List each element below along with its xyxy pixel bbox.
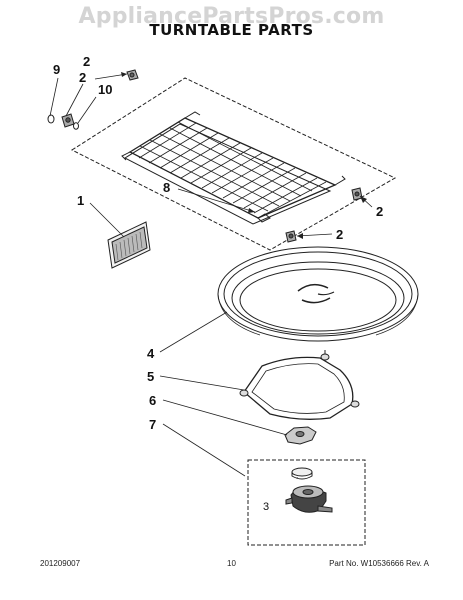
callout-4: 4 [147, 346, 155, 361]
motor-assembly-box [247, 459, 366, 546]
footer-page-number: 10 [227, 559, 236, 568]
callout-9: 9 [53, 62, 60, 77]
watermark: AppliancePartsPros.com [78, 4, 385, 29]
callout-1: 1 [77, 193, 84, 208]
rack-support-bottom [285, 230, 297, 243]
callout-3: 3 [263, 501, 269, 513]
wire-rack [121, 111, 346, 225]
callout-2-top: 2 [83, 54, 90, 69]
leader-lines [49, 73, 373, 477]
callout-7: 7 [149, 417, 156, 432]
rack-area-outline [70, 77, 397, 251]
washer [47, 114, 55, 124]
rack-support-left [61, 113, 75, 128]
callout-2-left: 2 [79, 70, 86, 85]
callout-5: 5 [147, 369, 154, 384]
rack-support-right [351, 187, 363, 201]
roller-ring [239, 350, 360, 420]
callout-2-mid: 2 [336, 227, 343, 242]
page-title: TURNTABLE PARTS [149, 21, 314, 39]
callout-6: 6 [149, 393, 156, 408]
footer-date-code: 201209007 [40, 559, 81, 568]
rack-support-top [126, 69, 139, 81]
drive-coupler [284, 426, 317, 445]
footer-part-number: Part No. W10536666 Rev. A [329, 559, 429, 568]
arrowheads [121, 72, 367, 239]
callout-2-right: 2 [376, 204, 383, 219]
glass-turntable [217, 246, 419, 342]
screw [73, 122, 79, 130]
callout-8: 8 [163, 180, 170, 195]
callout-10: 10 [98, 82, 112, 97]
turntable-motor [285, 467, 333, 513]
waveguide-cover [107, 221, 151, 269]
